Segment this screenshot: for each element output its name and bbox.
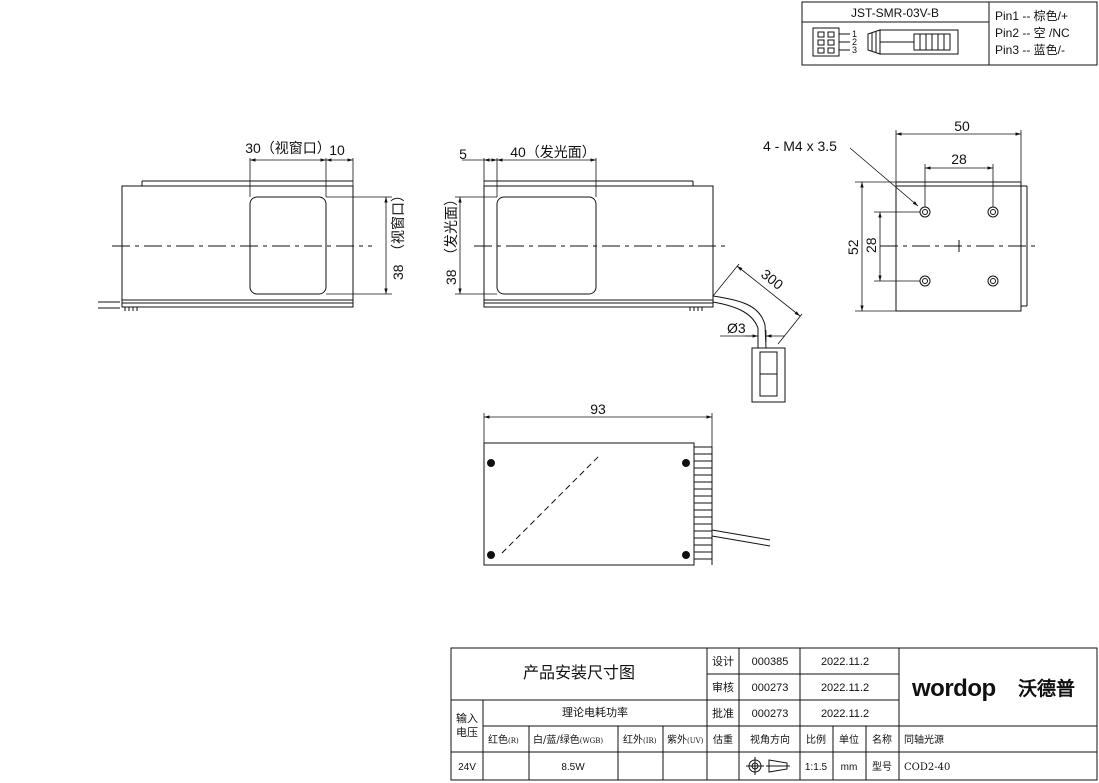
- brand-logo-cn: 沃德普: [1018, 677, 1075, 700]
- ir-label-text: 红外: [623, 733, 643, 746]
- model-value: COD2-40: [904, 762, 950, 773]
- emit-dims: [455, 158, 803, 345]
- uv-label-text: 紫外: [667, 734, 687, 746]
- title-block-grid: [450, 647, 1098, 781]
- voltage-value: 24V: [458, 762, 476, 773]
- uv-code: (UV): [687, 737, 704, 745]
- window-height-dim: 38: [390, 264, 406, 280]
- wbg-code: (WGB): [580, 737, 604, 745]
- pin1-text: Pin1 -- 棕色/+: [995, 8, 1068, 23]
- emit-view: [474, 180, 786, 403]
- connector-model: JST-SMR-03V-B: [851, 6, 939, 20]
- top-view: [483, 442, 771, 566]
- uv-label: 紫外(UV): [667, 734, 704, 746]
- ir-code: (IR): [643, 737, 657, 745]
- design-date: 2022.11.2: [821, 656, 869, 668]
- input-voltage-label-1: 输入: [456, 711, 478, 725]
- pin2-text: Pin2 -- 空 /NC: [995, 26, 1070, 40]
- input-voltage-label-2: 电压: [456, 726, 478, 739]
- red-label-text: 红色: [488, 733, 508, 746]
- brand-logo-latin: wordop: [911, 675, 996, 702]
- pin-number-2: 2: [852, 37, 857, 47]
- pin-number-1: 1: [852, 29, 857, 39]
- hole-spacing-y-dim: 28: [863, 237, 879, 253]
- drawing-title: 产品安装尺寸图: [523, 663, 635, 682]
- wbg-label-text: 白/蓝/绿色: [533, 733, 580, 746]
- pin-number-3: 3: [852, 45, 857, 55]
- review-label: 审核: [712, 680, 734, 694]
- connector-side-icon: [867, 29, 959, 55]
- scale-value: 1:1.5: [805, 762, 828, 773]
- design-id: 000385: [752, 656, 789, 668]
- mount-view: [880, 181, 1035, 312]
- review-id: 000273: [752, 682, 789, 694]
- emit-width-dim: 40（发光面）: [510, 144, 596, 160]
- mount-width-dim: 50: [954, 118, 970, 134]
- red-code: (R): [508, 737, 519, 745]
- wbg-label: 白/蓝/绿色(WGB): [533, 733, 603, 746]
- ir-label: 红外(IR): [623, 733, 657, 746]
- approve-id: 000273: [752, 708, 789, 720]
- power-label: 理论电耗功率: [562, 705, 628, 719]
- approve-date: 2022.11.2: [821, 708, 869, 720]
- connector-info-box: [801, 1, 1098, 66]
- connector-front-icon: [812, 27, 850, 57]
- weight-label: 估重: [713, 733, 733, 746]
- window-width-dim: 30（视窗口）: [245, 140, 331, 156]
- view-label: 视角方向: [750, 733, 790, 746]
- projection-symbol-icon: [746, 757, 790, 775]
- unit-label: 单位: [839, 733, 859, 746]
- red-label: 红色(R): [488, 733, 519, 746]
- mount-dims: [849, 130, 1022, 312]
- screw-spec-dim: 4 - M4 x 3.5: [763, 138, 837, 154]
- emit-height-label: （发光面）: [443, 192, 459, 262]
- unit-value: mm: [841, 762, 858, 773]
- top-dims: [483, 413, 713, 447]
- window-dims: [249, 158, 392, 295]
- model-label: 型号: [872, 760, 892, 773]
- power-value: 8.5W: [561, 762, 585, 773]
- approve-label: 批准: [712, 706, 734, 720]
- name-value: 同轴光源: [904, 733, 944, 746]
- emit-height-dim: 38: [443, 269, 459, 285]
- emit-offset-dim: 5: [459, 146, 467, 162]
- review-date: 2022.11.2: [821, 682, 869, 694]
- body-length-dim: 93: [590, 401, 606, 417]
- window-view: [98, 180, 372, 311]
- pin3-text: Pin3 -- 蓝色/-: [995, 43, 1065, 57]
- brand-logo: wordop 沃德普: [911, 675, 1075, 702]
- hole-spacing-x-dim: 28: [951, 151, 967, 167]
- design-label: 设计: [712, 655, 734, 668]
- name-label: 名称: [872, 733, 892, 746]
- window-height-label: （视窗口）: [390, 188, 406, 258]
- cable-diameter-dim: Ø3: [727, 320, 746, 336]
- scale-label: 比例: [806, 733, 826, 746]
- cable-length-dim: 300: [758, 266, 786, 293]
- mount-height-dim: 52: [845, 239, 861, 255]
- window-offset-dim: 10: [329, 142, 345, 158]
